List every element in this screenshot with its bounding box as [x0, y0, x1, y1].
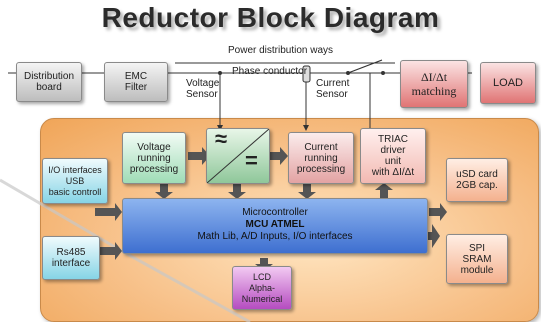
power-distribution-label: Power distribution ways [228, 45, 334, 56]
current-sensor-label: Current Sensor [316, 78, 350, 100]
di-dt-matching-block: ΔI/Δt matching [400, 60, 468, 108]
io-interfaces-block: I/O interfaces USB basic controll [42, 158, 108, 204]
spi-sram-block: SPI SRAM module [446, 234, 508, 284]
phase-conductor-label: Phase conductor [232, 66, 308, 77]
mcu-model: MCU ATMEL [245, 219, 305, 230]
ac-symbol-icon: ≈ [215, 126, 228, 151]
voltage-sensor-label: Voltage Sensor [186, 78, 220, 100]
distribution-board-block: Distribution board [16, 62, 82, 102]
mcu-features: Math Lib, A/D Inputs, I/O interfaces [197, 231, 353, 242]
emc-filter-block: EMC Filter [104, 62, 168, 102]
voltage-processing-block: Voltage running processing [122, 132, 186, 184]
rs485-block: Rs485 interface [42, 236, 100, 280]
microcontroller-block: Microcontroller MCU ATMEL Math Lib, A/D … [122, 198, 428, 254]
mcu-title: Microcontroller [242, 207, 308, 218]
switch-symbol [347, 59, 383, 74]
usd-card-block: uSD card 2GB cap. [446, 158, 508, 202]
lcd-block: LCD Alpha- Numerical [232, 266, 292, 310]
dc-symbol-icon: = [245, 148, 258, 173]
converter-diagonal [207, 129, 269, 183]
current-processing-block: Current running processing [288, 132, 354, 184]
diagram-title: Reductor Block Diagram [101, 2, 440, 33]
triac-driver-block: TRIAC driver unit with ΔI/Δt [360, 128, 426, 184]
load-block: LOAD [480, 62, 536, 104]
ac-dc-converter-block: ≈ = [206, 128, 270, 184]
